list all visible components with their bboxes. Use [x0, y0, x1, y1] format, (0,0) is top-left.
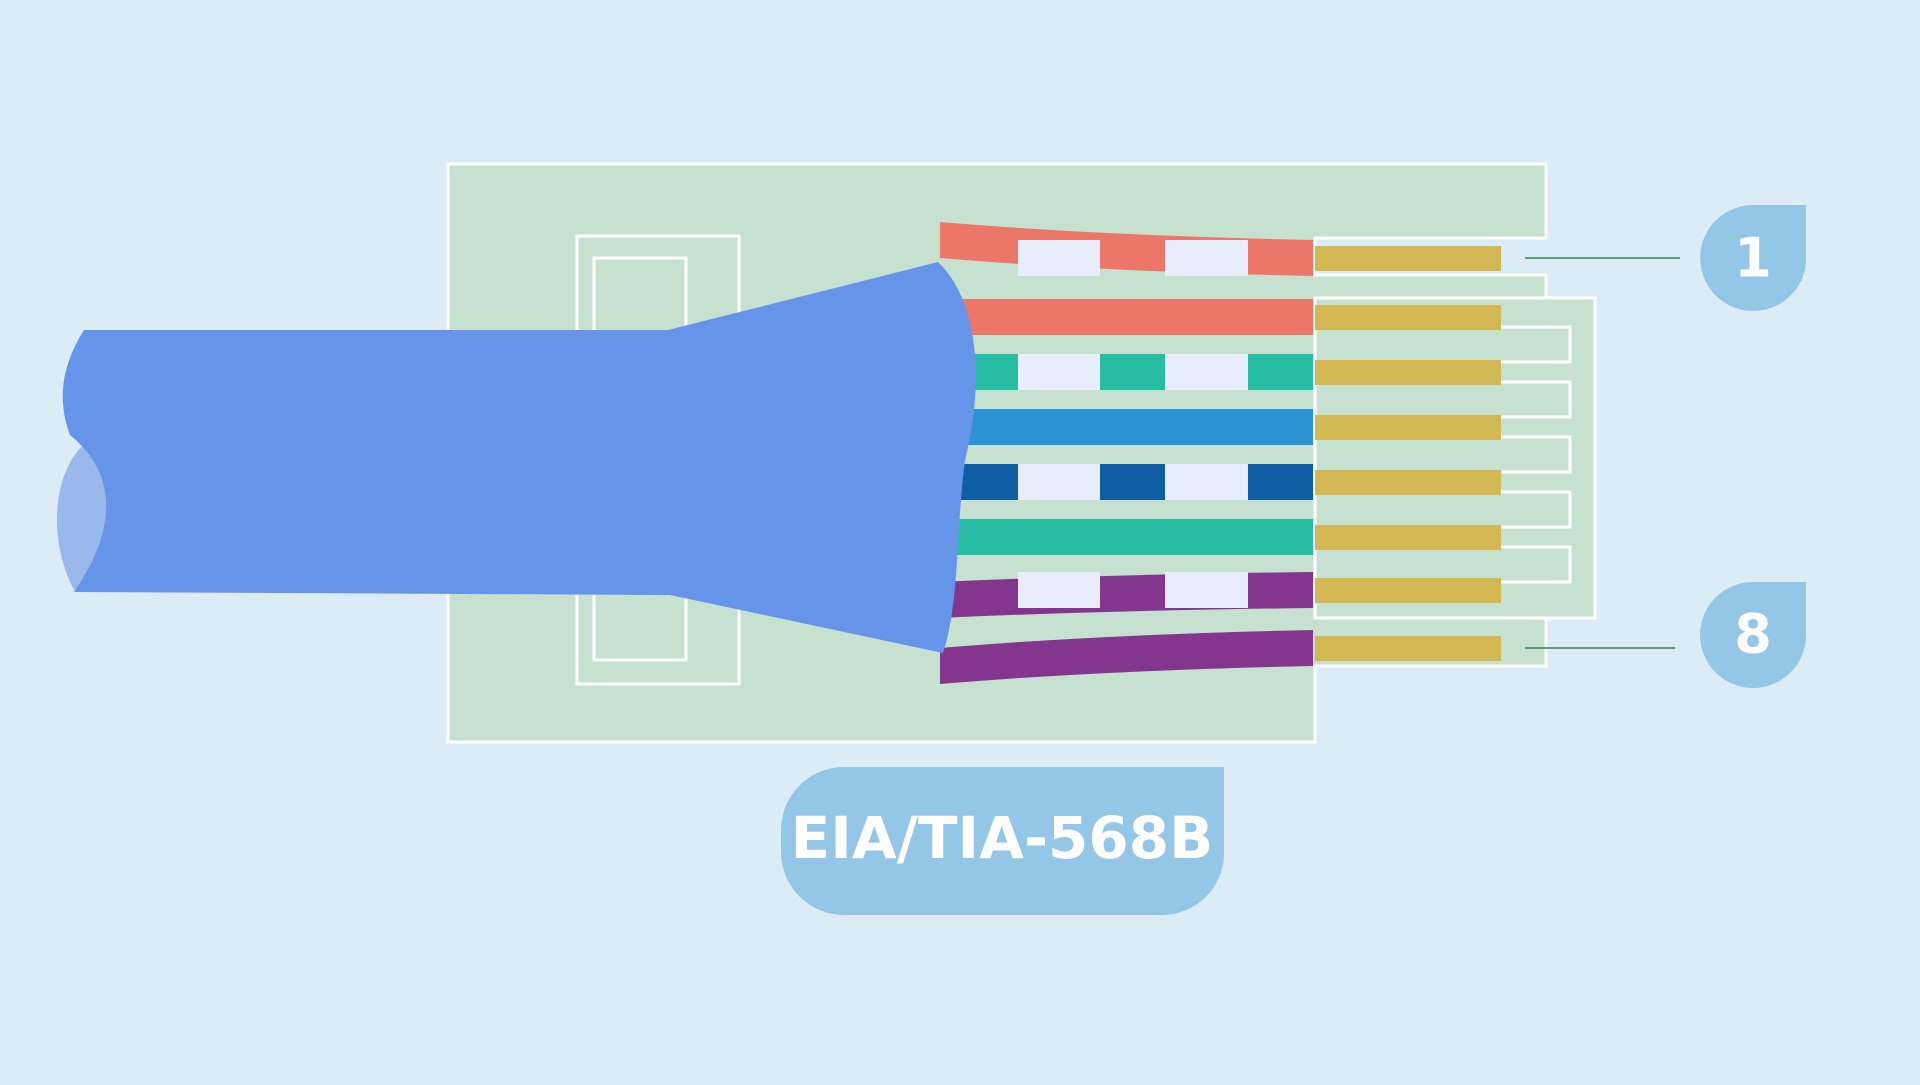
pin-1-badge: 1: [1700, 205, 1806, 311]
wire-pin-7-white-stripe-1: [1018, 572, 1100, 608]
wire-pin-1: [940, 222, 1313, 276]
wire-pin-2: [940, 299, 1313, 335]
contact-pin-2: [1315, 305, 1501, 330]
standard-label: EIA/TIA-568B: [791, 804, 1214, 872]
wire-pin-7-white-stripe-2: [1165, 572, 1248, 608]
wire-pin-1-white-stripe-1: [1018, 240, 1100, 276]
wire-pin-5-white-stripe-2: [1165, 464, 1248, 500]
pin-8-label: 8: [1734, 603, 1772, 666]
wire-pin-8-insulation: [940, 630, 1313, 684]
wire-pin-7: [940, 572, 1313, 618]
contact-pin-8: [1315, 636, 1501, 661]
wire-pin-5: [940, 464, 1313, 500]
pin-1-label: 1: [1734, 227, 1772, 290]
contact-pin-1: [1315, 246, 1501, 271]
wire-pin-3-white-stripe-1: [1018, 354, 1100, 390]
wire-pin-5-insulation: [940, 464, 1313, 500]
wire-bundle: [940, 222, 1313, 684]
wire-pin-3-white-stripe-2: [1165, 354, 1248, 390]
wire-pin-6: [940, 519, 1313, 555]
pin-1-badge-shape: [1700, 205, 1806, 311]
wire-pin-4-insulation: [940, 409, 1313, 445]
wire-pin-1-white-stripe-2: [1165, 240, 1248, 276]
pin-8-badge: 8: [1700, 582, 1806, 689]
contact-pin-3: [1315, 360, 1501, 385]
contact-pin-7: [1315, 578, 1501, 603]
wire-pin-2-insulation: [940, 299, 1313, 335]
contact-pin-5: [1315, 470, 1501, 495]
wire-pin-8: [940, 630, 1313, 684]
cable-jacket: [56, 262, 976, 653]
wire-pin-6-insulation: [940, 519, 1313, 555]
wire-pin-4: [940, 409, 1313, 445]
standard-label-badge-shape: [781, 767, 1224, 915]
contact-pins: [1315, 246, 1501, 661]
pin-8-badge-shape: [1700, 582, 1806, 689]
wire-pin-3: [940, 354, 1313, 390]
standard-label-badge: EIA/TIA-568B: [781, 767, 1224, 915]
wire-pin-5-white-stripe-1: [1018, 464, 1100, 500]
contact-housing: [1313, 296, 1597, 620]
contact-pin-6: [1315, 525, 1501, 550]
wire-pin-3-insulation: [940, 354, 1313, 390]
contact-pin-4: [1315, 415, 1501, 440]
cable-jacket-outer: [62, 262, 976, 653]
